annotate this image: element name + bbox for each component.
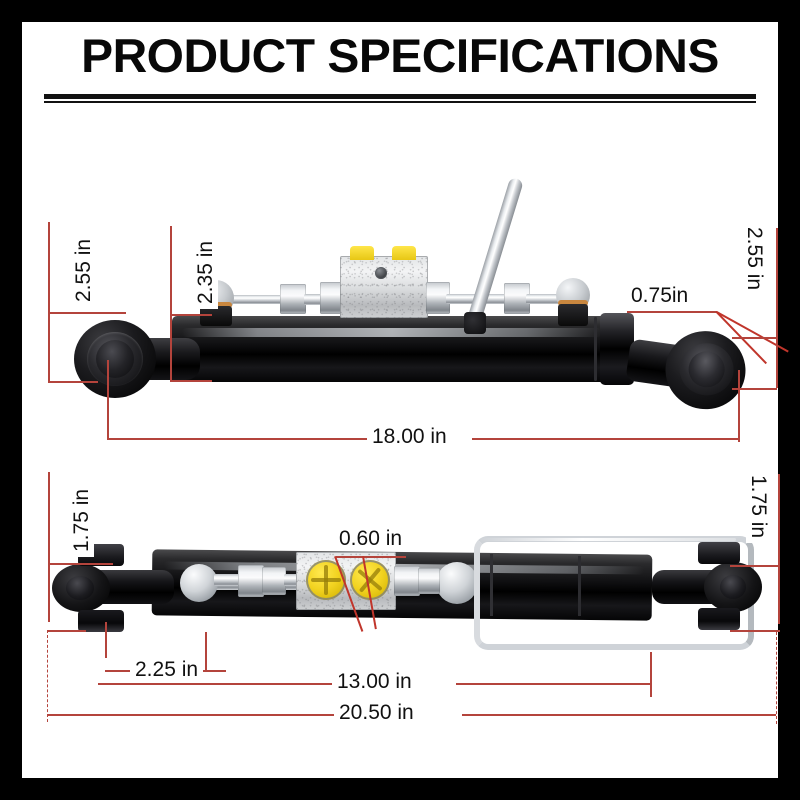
dim-label-225: 2.25 in	[130, 658, 204, 682]
dim-line-2050-a	[47, 714, 337, 716]
dim-extline-18-left	[107, 360, 109, 440]
dim-line-225-a	[105, 670, 133, 672]
clevis-right-bore	[720, 575, 746, 599]
dim-tick-175-left-bottom	[48, 630, 86, 632]
rod-end-left-bore-inner	[96, 340, 134, 378]
rod-end-right-top	[620, 318, 751, 420]
dim-label-2050: 20.50 in	[334, 701, 419, 725]
valve-port-cap-right-top	[392, 246, 416, 260]
dim-extline-18-right	[738, 370, 740, 442]
clevis-pin-bottom-bottom	[78, 610, 124, 632]
rod-end-left-top	[74, 320, 200, 398]
rod-ball-bottom	[436, 562, 478, 604]
dim-label-175-left: 1.75 in	[70, 483, 94, 557]
page-title-text: PRODUCT SPECIFICATIONS	[81, 29, 719, 82]
dim-line-13-b	[456, 683, 652, 685]
dim-line-225-b	[198, 670, 226, 672]
valve-block-screw-top	[375, 267, 387, 279]
hydraulic-line-left-top	[218, 295, 286, 304]
dim-tick-175-right-top	[730, 565, 780, 567]
dim-label-175-right: 1.75 in	[746, 470, 770, 544]
dim-line-18-a	[107, 438, 367, 440]
hex-fitting-1-top	[280, 284, 306, 314]
dim-extline-255-right-v	[776, 228, 778, 388]
clevis-pin-right-bottom-bottom	[698, 608, 740, 630]
valve-block-top	[340, 256, 428, 318]
clevis-left-bottom	[52, 564, 174, 612]
swivel-ball-left-bottom	[180, 564, 218, 602]
dim-tick-255-left-bottom	[48, 381, 98, 383]
cylinder-barrel-top	[172, 316, 612, 382]
title-underline-thin	[44, 101, 756, 103]
dim-tick-235-bottom	[170, 380, 212, 382]
hex-fitting-4-top	[504, 283, 530, 314]
valve-port-cap-left-top	[350, 246, 374, 260]
dim-extline-2050-left	[47, 630, 48, 722]
dim-label-075: 0.75in	[626, 284, 694, 308]
bail-handle-base-top	[464, 312, 486, 334]
hydraulic-line-1-bottom	[214, 574, 242, 586]
dim-tick-235-top	[170, 314, 212, 316]
swivel-collar-right-top	[558, 300, 588, 306]
dim-extline-225-right	[205, 632, 207, 672]
dim-extline-255-left-v	[48, 222, 50, 382]
dim-extline-235-v	[170, 226, 172, 382]
hydraulic-line-2-bottom	[284, 574, 298, 586]
dim-label-255-right: 2.55 in	[742, 222, 766, 296]
barrel-highlight-top	[182, 328, 602, 337]
hex-fitting-4-bottom	[418, 568, 440, 594]
dim-line-18-b	[472, 438, 739, 440]
dim-underline-075	[627, 311, 717, 313]
dim-extline-175-right-v	[778, 474, 780, 624]
barrel-seam-1-bottom	[490, 554, 493, 616]
page-title: PRODUCT SPECIFICATIONS	[22, 32, 778, 79]
dim-tick-255-left-top	[48, 312, 126, 314]
dim-extline-175-left-v	[48, 472, 50, 622]
dim-tick-175-right-bottom	[730, 630, 780, 632]
clevis-left-bore	[66, 576, 94, 600]
bottom-view-assembly	[22, 452, 778, 712]
bail-handle-highlight-bottom	[480, 538, 736, 541]
swivel-base-left-top	[200, 306, 232, 326]
dim-extline-2050-right	[776, 632, 777, 724]
dim-underline-060	[336, 556, 406, 558]
clevis-pin-right-top-bottom	[698, 542, 740, 564]
barrel-seam-2-bottom	[578, 556, 581, 616]
dim-label-060: 0.60 in	[334, 527, 408, 551]
swivel-base-right-top	[558, 304, 588, 326]
dim-tick-255-right-top	[732, 337, 777, 339]
dim-label-13: 13.00 in	[332, 670, 417, 694]
clevis-right-bottom	[652, 562, 762, 612]
spec-sheet: PRODUCT SPECIFICATIONS	[22, 22, 789, 778]
gland-groove-top	[594, 317, 597, 381]
hex-fitting-3-bottom	[394, 566, 420, 596]
dim-label-255-left: 2.55 in	[72, 233, 96, 307]
title-underline-thick	[44, 94, 756, 99]
dim-extline-225-left	[105, 622, 107, 658]
dim-tick-255-right-bottom	[732, 388, 777, 390]
top-view-assembly	[22, 132, 778, 442]
dim-label-18: 18.00 in	[367, 425, 452, 449]
hydraulic-line-2-top	[304, 294, 324, 305]
dim-extline-13-right	[650, 652, 652, 697]
hex-fitting-2-bottom	[262, 567, 286, 595]
dim-line-2050-b	[462, 714, 776, 716]
dim-label-235: 2.35 in	[194, 235, 218, 309]
dim-tick-175-left-top	[48, 563, 113, 565]
hex-fitting-1-bottom	[238, 565, 264, 597]
dim-line-13-a	[98, 683, 332, 685]
hydraulic-line-right-top	[526, 294, 578, 304]
